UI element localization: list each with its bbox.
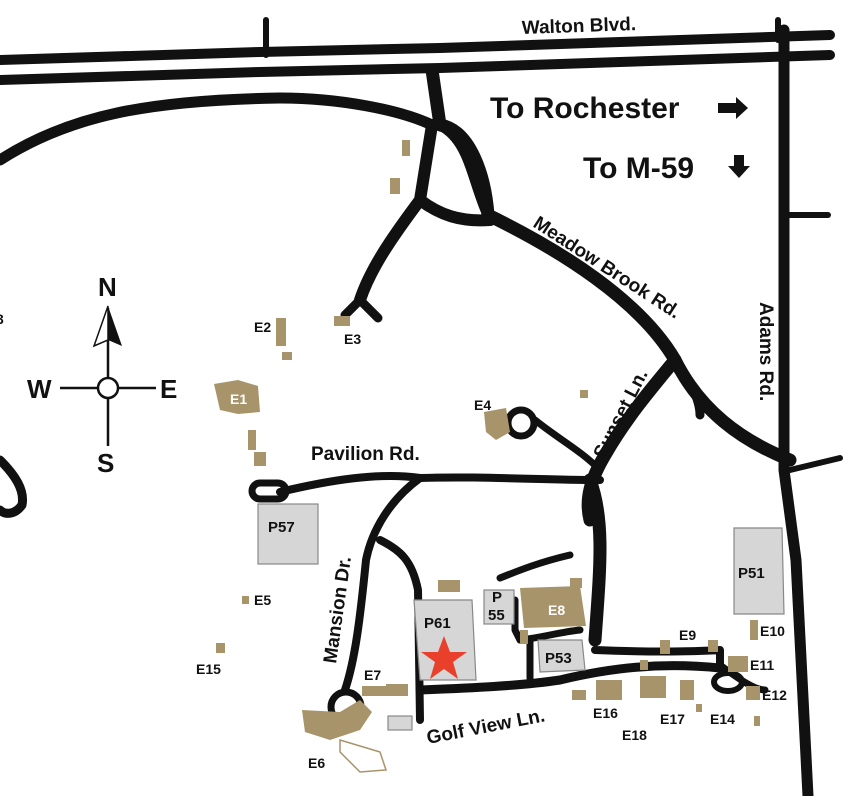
parking-lot-p53[interactable] <box>537 639 586 673</box>
mansion-dr-road[interactable] <box>341 474 424 694</box>
p61-label: P61 <box>424 615 451 632</box>
adams-rd-road[interactable] <box>778 24 814 796</box>
e9-label: E9 <box>679 627 696 643</box>
e6-label: E6 <box>308 755 325 771</box>
e8-label: E8 <box>548 602 565 618</box>
compass-s-label: S <box>97 448 114 478</box>
buildings <box>214 140 760 773</box>
compass-w-label: W <box>27 374 52 404</box>
building-e1[interactable] <box>214 380 260 414</box>
golf-view-ln-road[interactable] <box>415 661 725 695</box>
e17-label: E17 <box>660 711 685 727</box>
e2-label: E2 <box>254 319 271 335</box>
e14-label: E14 <box>710 711 735 727</box>
pavilion-rd-road[interactable] <box>276 471 604 496</box>
arrow-down-icon <box>728 155 750 178</box>
p55-label-bottom: 55 <box>488 607 505 624</box>
p57-label: P57 <box>268 519 295 536</box>
building-e2[interactable] <box>276 318 286 346</box>
e15-label: E15 <box>196 661 221 677</box>
e7-label: E7 <box>364 667 381 683</box>
arrow-right-icon <box>718 97 748 119</box>
sunset-ln-road[interactable] <box>581 353 682 527</box>
building-e15[interactable] <box>216 643 225 653</box>
adams-rd-label: Adams Rd. <box>755 302 776 401</box>
building-e3[interactable] <box>334 316 350 326</box>
compass-e-label: E <box>160 374 177 404</box>
parking-lot-p55[interactable] <box>483 589 515 625</box>
to-m59-label: To M-59 <box>583 152 694 185</box>
building-e6[interactable] <box>302 700 372 740</box>
e12-label: E12 <box>762 687 787 703</box>
building-e16[interactable] <box>596 680 622 700</box>
p51-label: P51 <box>738 565 765 582</box>
e18-label: E18 <box>622 727 647 743</box>
e5-label: E5 <box>254 592 271 608</box>
building-e12[interactable] <box>746 686 760 700</box>
road-network <box>0 17 843 796</box>
walton-blvd-label: Walton Blvd. <box>521 14 636 39</box>
building-e14[interactable] <box>696 704 702 712</box>
p55-label-top: P <box>492 589 502 606</box>
meadow-brook-rd-road[interactable] <box>425 63 797 467</box>
parking-lot-p51[interactable] <box>733 527 785 615</box>
p53-label: P53 <box>545 650 572 667</box>
e11-label: E11 <box>750 657 774 673</box>
mansion-dr-label: Mansion Dr. <box>320 555 356 665</box>
building-e8[interactable] <box>520 586 586 628</box>
building-e17[interactable] <box>680 680 694 700</box>
e10-label: E10 <box>760 623 785 639</box>
e16-label: E16 <box>593 705 618 721</box>
parking-lot-p57[interactable] <box>257 503 319 565</box>
walton-blvd-road-south[interactable] <box>0 50 835 85</box>
e4-label: E4 <box>474 397 491 413</box>
compass-rose: N S W E <box>27 272 177 478</box>
building-e9[interactable] <box>660 640 670 654</box>
building-e4[interactable] <box>484 408 510 440</box>
edge-fragment-label: 3 <box>0 311 4 327</box>
walton-blvd-road[interactable] <box>0 30 835 65</box>
sunset-ln-label: Sunset Ln. <box>590 366 653 462</box>
building-e11[interactable] <box>728 656 748 672</box>
building-e10[interactable] <box>750 620 758 640</box>
parking-lots <box>257 503 785 681</box>
building-e5[interactable] <box>242 596 249 604</box>
compass-n-label: N <box>98 272 117 302</box>
meadow-brook-rd-label: Meadow Brook Rd. <box>529 213 684 324</box>
location-star-marker <box>421 636 467 679</box>
e1-label: E1 <box>230 391 247 407</box>
pavilion-rd-label: Pavilion Rd. <box>311 444 420 465</box>
to-rochester-label: To Rochester <box>490 92 680 125</box>
building-e18[interactable] <box>640 676 666 698</box>
golf-view-ln-label: Golf View Ln. <box>425 705 547 749</box>
e3-access-road[interactable] <box>354 119 438 306</box>
building-e7[interactable] <box>362 686 408 696</box>
e3-label: E3 <box>344 331 361 347</box>
